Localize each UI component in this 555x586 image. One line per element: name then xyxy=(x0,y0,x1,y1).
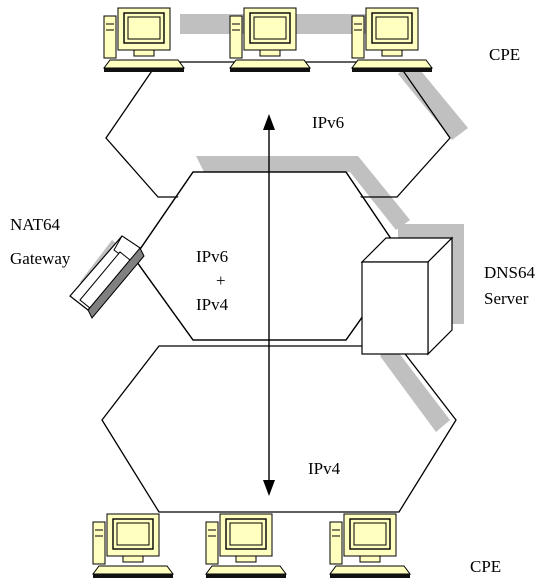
computer-icon xyxy=(93,514,173,578)
core-label-line2: + xyxy=(216,271,226,290)
arrow-down-icon xyxy=(263,480,275,496)
upper-network-label: IPv6 xyxy=(312,113,344,132)
nat-label-line1: NAT64 xyxy=(10,215,61,234)
computer-icon xyxy=(352,8,432,72)
nat-label-line2: Gateway xyxy=(10,249,71,268)
computer-icon xyxy=(330,514,410,578)
core-label-line3: IPv4 xyxy=(196,295,229,314)
dns-server-icon xyxy=(362,238,452,354)
top-cpe-group xyxy=(104,8,432,72)
dns-label-line1: DNS64 xyxy=(484,263,536,282)
lower-shadow xyxy=(380,344,450,432)
computer-icon xyxy=(104,8,184,72)
top-cpe-label: CPE xyxy=(489,45,520,64)
lower-network-label: IPv4 xyxy=(308,459,341,478)
dns-label-line2: Server xyxy=(484,289,529,308)
bottom-cpe-group xyxy=(93,514,410,578)
computer-icon xyxy=(206,514,286,578)
core-label-line1: IPv6 xyxy=(196,247,228,266)
bottom-cpe-label: CPE xyxy=(470,557,501,576)
arrow-up-icon xyxy=(263,114,275,130)
